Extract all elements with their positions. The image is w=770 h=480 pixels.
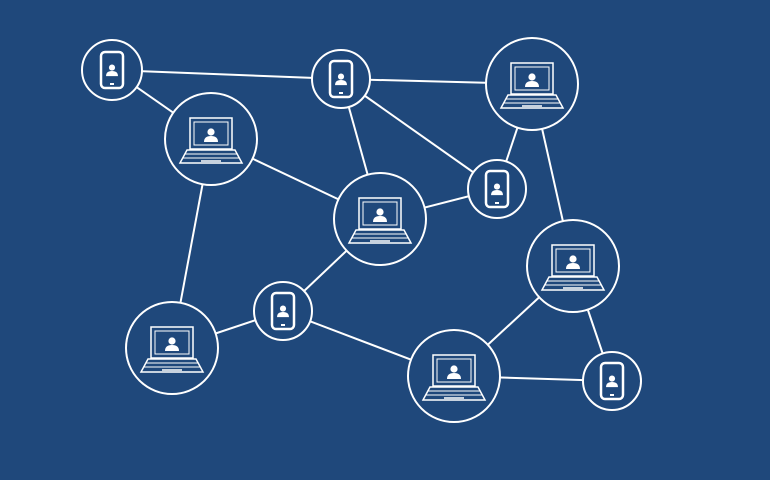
smartphone-icon (328, 59, 354, 99)
phone-node (582, 351, 642, 411)
smartphone-icon (99, 50, 125, 90)
phone-node (467, 159, 527, 219)
phone-node (253, 281, 313, 341)
laptop-node (526, 219, 620, 313)
phone-node (311, 49, 371, 109)
phone-node (81, 39, 143, 101)
laptop-icon (347, 197, 413, 244)
smartphone-icon (270, 291, 296, 331)
laptop-node (164, 92, 258, 186)
laptop-icon (540, 244, 606, 291)
laptop-icon (139, 326, 205, 373)
laptop-node (407, 329, 501, 423)
smartphone-icon (484, 169, 510, 209)
laptop-node (485, 37, 579, 131)
laptop-icon (499, 62, 565, 109)
smartphone-icon (599, 361, 625, 401)
laptop-node (333, 172, 427, 266)
laptop-icon (178, 117, 244, 164)
devices (81, 37, 642, 423)
connection-line (340, 78, 498, 190)
laptop-node (125, 301, 219, 395)
connection-line (111, 69, 342, 80)
laptop-icon (421, 354, 487, 401)
